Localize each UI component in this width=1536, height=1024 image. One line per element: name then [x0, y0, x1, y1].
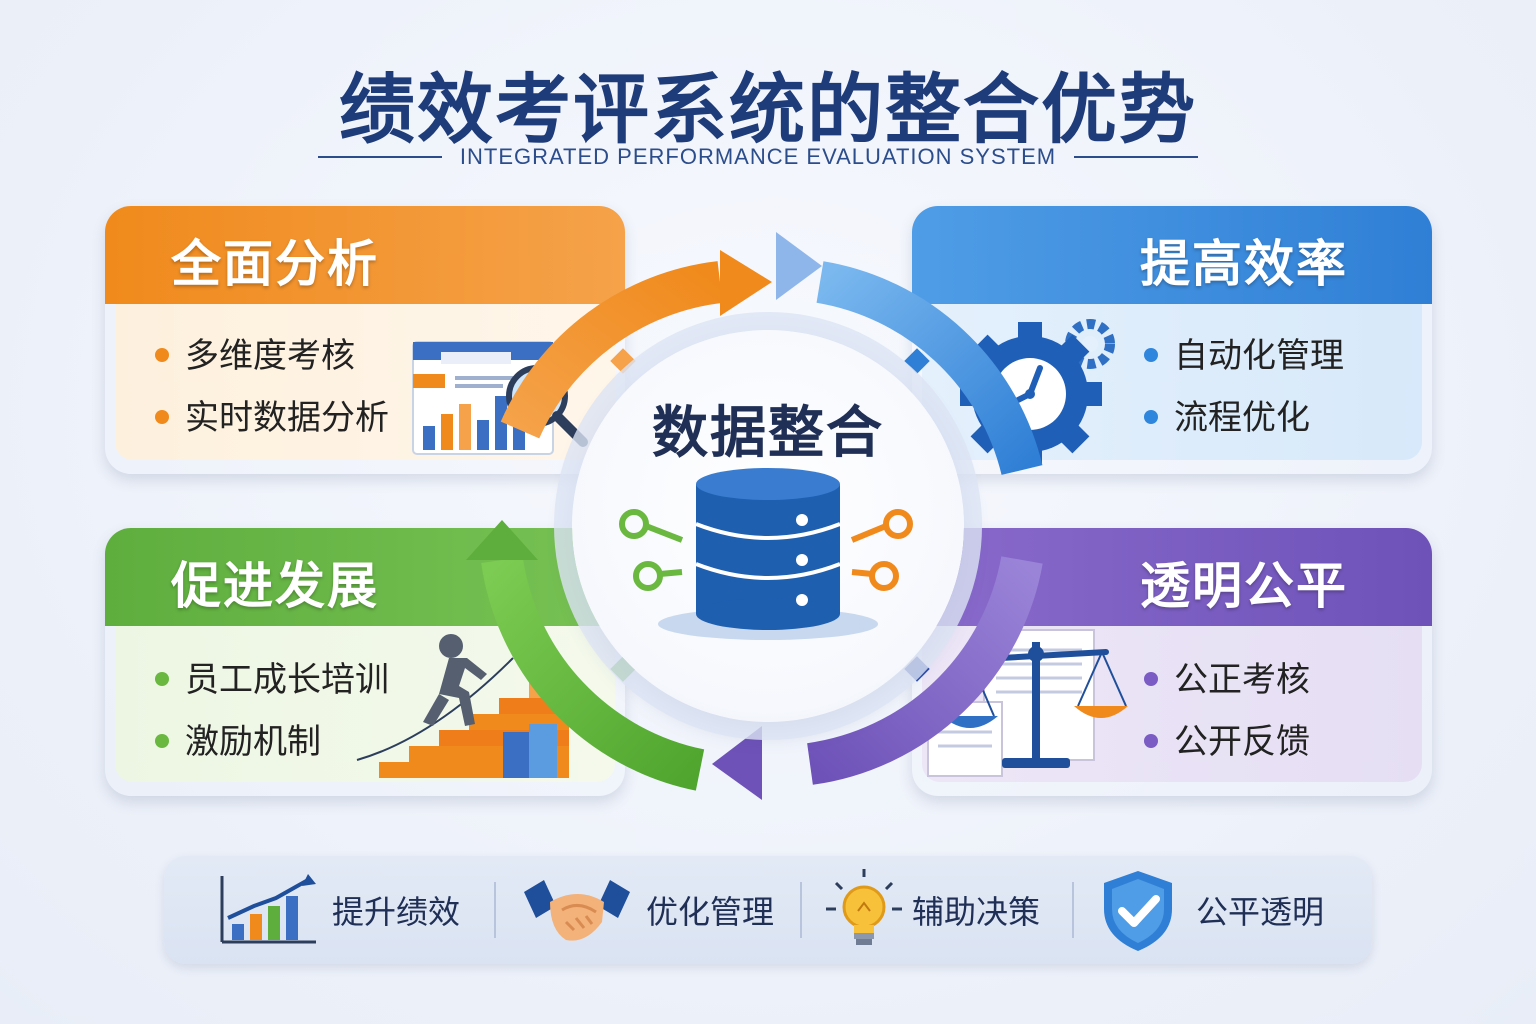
arrow-head-green — [466, 520, 538, 560]
panel-bullet-item: 公正考核 — [1144, 652, 1310, 701]
footer-label: 提升绩效 — [332, 893, 461, 931]
bullet-dot — [1144, 671, 1158, 686]
growth-chart-icon — [220, 874, 316, 944]
subtitle-rule-right — [1074, 156, 1198, 158]
handshake-icon — [524, 880, 630, 941]
center-label: 数据整合 — [652, 401, 884, 466]
footer-item: 提升绩效 — [218, 856, 460, 964]
arrow-head-orange — [720, 250, 772, 316]
subtitle-row: INTEGRATED PERFORMANCE EVALUATION SYSTEM — [318, 142, 1198, 172]
database-icon — [619, 468, 913, 640]
arrow-blue — [816, 261, 1043, 476]
panel-bullet-item: 流程优化 — [1144, 390, 1310, 439]
bullet-dot — [155, 409, 169, 424]
bullet-dot — [155, 733, 169, 748]
footer-bar: 提升绩效 优化管理 辅助决策 — [164, 856, 1372, 964]
footer-item: 辅助决策 — [824, 856, 1040, 964]
panel-bullet-item: 员工成长培训 — [155, 652, 389, 701]
climbing-stairs-icon — [356, 634, 569, 778]
bullet-dot — [1144, 347, 1158, 362]
footer-label: 公平透明 — [1196, 893, 1325, 931]
shield-check-icon — [1104, 871, 1172, 951]
arrow-head-purple — [712, 726, 762, 800]
footer-divider — [1072, 882, 1074, 938]
bullet-dot — [1144, 733, 1158, 748]
panel-bullet-item: 自动化管理 — [1144, 328, 1344, 377]
footer-item: 优化管理 — [522, 856, 774, 964]
arrow-purple — [806, 556, 1043, 785]
footer-label: 优化管理 — [646, 893, 775, 931]
page-subtitle: INTEGRATED PERFORMANCE EVALUATION SYSTEM — [459, 144, 1057, 169]
lightbulb-icon — [826, 869, 902, 945]
footer-divider — [494, 882, 496, 938]
arrow-head-blue — [776, 232, 822, 300]
panel-header — [912, 206, 1432, 304]
panel-heading: 促进发展 — [171, 557, 379, 615]
bullet-dot — [155, 347, 169, 362]
footer-label: 辅助决策 — [912, 893, 1041, 931]
panel-header — [105, 528, 625, 626]
footer-item: 公平透明 — [1098, 856, 1324, 964]
panel-bullet-item: 多维度考核 — [155, 328, 355, 377]
footer-divider — [800, 882, 802, 938]
bullet-dot — [1144, 409, 1158, 424]
panel-header — [105, 206, 625, 304]
page-title: 绩效考评系统的整合优势 — [339, 65, 1197, 154]
bullet-dot — [155, 671, 169, 686]
arrow-green — [481, 556, 705, 791]
panel-bullet-item: 公开反馈 — [1144, 714, 1310, 763]
panel-transparent-fair: 透明公平 公正考核 公开反馈 — [912, 528, 1432, 796]
panel-heading: 透明公平 — [1140, 557, 1348, 615]
panel-bullet-item: 激励机制 — [155, 714, 321, 763]
panel-bullet-item: 实时数据分析 — [155, 390, 389, 439]
arrow-orange — [500, 261, 723, 439]
panel-heading: 提高效率 — [1140, 235, 1348, 293]
panel-promote-development: 促进发展 员工成长培训 激励机制 — [105, 528, 625, 796]
panel-heading: 全面分析 — [171, 235, 379, 293]
subtitle-rule-left — [318, 156, 442, 158]
